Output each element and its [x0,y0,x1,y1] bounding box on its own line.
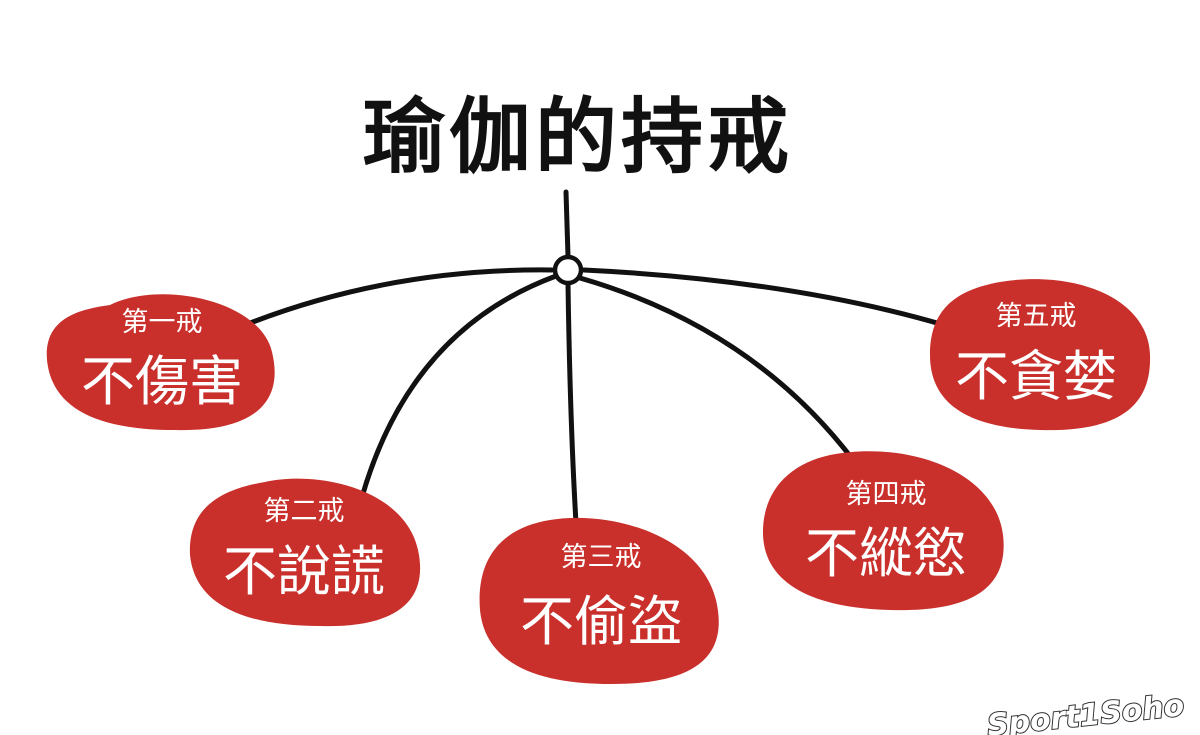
precept-node-3: 第三戒 不偷盜 [479,517,719,684]
precept-node-5: 第五戒 不貪婪 [930,279,1151,431]
precept-node-4: 第四戒 不縱慾 [762,451,1004,611]
precept-blob [930,279,1151,431]
precept-node-1: 第一戒 不傷害 [46,294,275,431]
precept-blob [189,478,421,627]
precept-ordinal-label: 第四戒 [846,479,927,510]
precept-name-label: 不偷盜 [520,590,682,653]
connector-line-1 [242,267,555,328]
precept-ordinal-label: 第五戒 [996,301,1077,332]
connector-lines [242,189,947,526]
precept-node-2: 第二戒 不說謊 [189,478,421,627]
title-stem-line [563,189,571,259]
precept-ordinal-label: 第一戒 [122,307,203,338]
precept-ordinal-label: 第二戒 [264,496,345,527]
connector-line-3 [565,281,579,526]
precept-blob [479,517,719,684]
precept-name-label: 不貪婪 [955,345,1117,408]
diagram-title: 瑜伽的持戒 [363,90,793,185]
connector-line-5 [581,267,947,328]
precept-ordinal-label: 第三戒 [561,542,642,573]
precept-name-label: 不縱慾 [805,522,967,585]
connector-line-4 [577,275,865,475]
precept-blob [762,451,1004,611]
precept-name-label: 不說謊 [223,540,385,603]
watermark-logo: Sport1Soho [985,688,1185,735]
hub-node [552,254,584,286]
connector-line-2 [359,273,559,500]
precept-blob [46,294,275,431]
precept-name-label: 不傷害 [81,350,243,413]
